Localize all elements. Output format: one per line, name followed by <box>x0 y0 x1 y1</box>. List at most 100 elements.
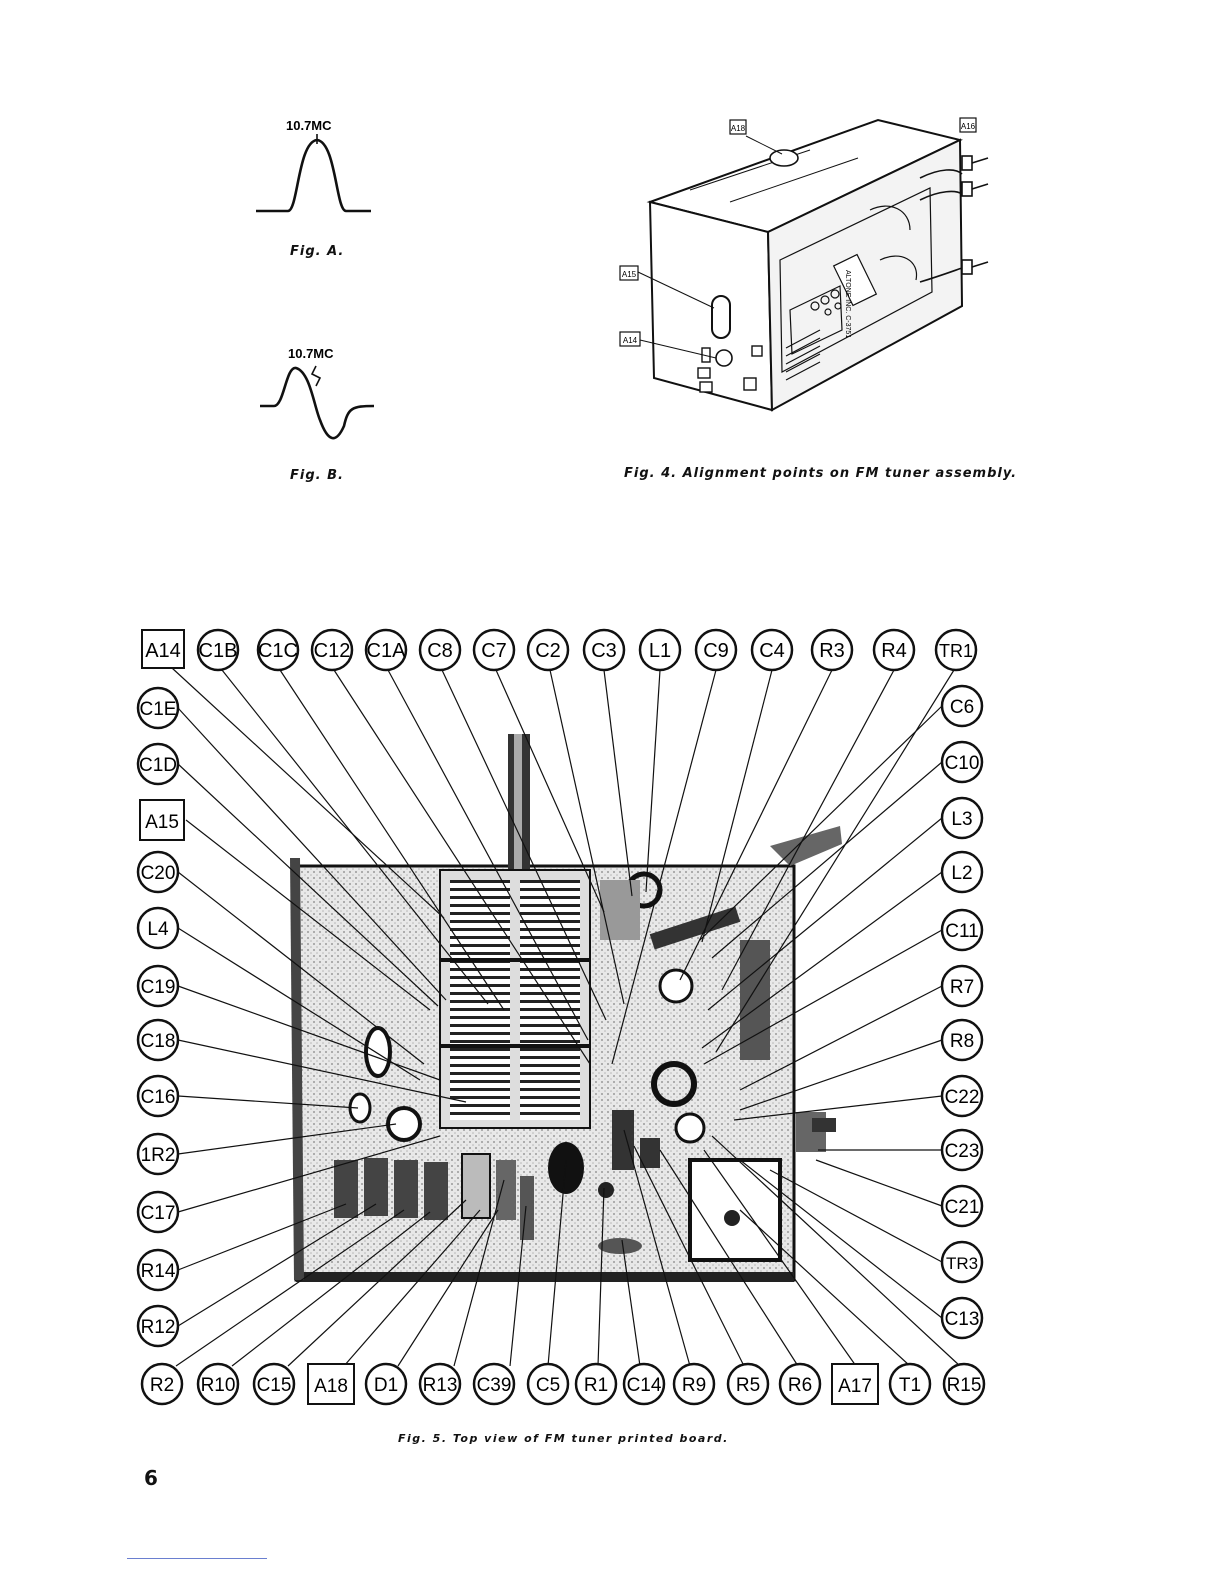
label-R15: R15 <box>942 1362 986 1406</box>
fig-4-stamp: ALTONE INC. C-3751 <box>844 270 851 338</box>
label-C23: C23 <box>940 1128 984 1172</box>
label-R12-text: R12 <box>141 1317 176 1338</box>
label-A14-top: A14 <box>141 629 185 669</box>
label-R8-text: R8 <box>950 1031 974 1052</box>
label-C2-text: C2 <box>535 640 561 662</box>
label-C22: C22 <box>940 1074 984 1118</box>
fig-4-callout-a18: A18 <box>729 119 747 135</box>
label-1R2: 1R2 <box>136 1132 180 1176</box>
label-D1-text: D1 <box>374 1375 398 1396</box>
fig-4-callout-a16-text: A16 <box>961 122 976 131</box>
label-R15-text: R15 <box>947 1375 982 1396</box>
label-C23-text: C23 <box>945 1141 980 1162</box>
label-R13-text: R13 <box>423 1375 458 1396</box>
fig-a-waveform: 10.7MC <box>256 118 371 213</box>
label-R10: R10 <box>196 1362 240 1406</box>
label-L2: L2 <box>940 850 984 894</box>
label-A17: A17 <box>831 1363 879 1405</box>
page-number: 6 <box>144 1466 158 1490</box>
label-C4: C4 <box>750 628 794 672</box>
label-L1-text: L1 <box>649 640 671 662</box>
label-C1D: C1D <box>136 742 180 786</box>
label-R2-text: R2 <box>150 1375 174 1396</box>
fig-5-caption: Fig. 5. Top view of FM tuner printed boa… <box>398 1432 729 1445</box>
label-R6: R6 <box>778 1362 822 1406</box>
a15-slot <box>711 295 731 339</box>
label-C5: C5 <box>526 1362 570 1406</box>
fig-5-leader-lines <box>171 667 961 1367</box>
label-L2-text: L2 <box>951 863 972 884</box>
label-R8: R8 <box>940 1018 984 1062</box>
label-C18-text: C18 <box>141 1031 176 1052</box>
fig-4-callout-a16: A16 <box>959 117 977 133</box>
fig-a: 10.7MC Fig. A. <box>240 110 390 270</box>
label-C9: C9 <box>694 628 738 672</box>
fig-b-frequency-label: 10.7MC <box>288 346 334 361</box>
label-C17: C17 <box>136 1190 180 1234</box>
fig-b-arrow <box>310 365 322 387</box>
label-C12-text: C12 <box>314 640 351 662</box>
label-L1: L1 <box>638 628 682 672</box>
label-R4-text: R4 <box>881 640 907 662</box>
label-C10-text: C10 <box>945 753 980 774</box>
label-A15: A15 <box>139 799 185 841</box>
label-TR3: TR3 <box>940 1240 984 1284</box>
label-T1-text: T1 <box>899 1375 921 1396</box>
label-C11-text: C11 <box>945 921 978 942</box>
label-C6-text: C6 <box>950 697 974 718</box>
label-C3: C3 <box>582 628 626 672</box>
label-C1A: C1A <box>364 628 408 672</box>
label-C10: C10 <box>940 740 984 784</box>
label-C5-text: C5 <box>536 1375 560 1396</box>
label-C15: C15 <box>252 1362 296 1406</box>
label-L3-text: L3 <box>951 809 972 830</box>
bottom-row-labels: R2 R10 C15 A18 D1 R13 C39 C5 R1 C14 R9 R… <box>140 1362 986 1406</box>
label-R7: R7 <box>940 964 984 1008</box>
fig-b-waveform: 10.7MC <box>260 346 375 440</box>
label-R12: R12 <box>136 1304 180 1348</box>
label-C3-text: C3 <box>591 640 617 662</box>
label-R1: R1 <box>574 1362 618 1406</box>
label-R5-text: R5 <box>736 1375 760 1396</box>
label-C1B: C1B <box>196 628 240 672</box>
label-C21: C21 <box>940 1184 984 1228</box>
label-T1: T1 <box>888 1362 932 1406</box>
label-C20: C20 <box>136 850 180 894</box>
label-R9: R9 <box>672 1362 716 1406</box>
label-A18-text: A18 <box>314 1376 348 1397</box>
fig-4-caption: Fig. 4. Alignment points on FM tuner ass… <box>624 466 1018 481</box>
label-A14-top-text: A14 <box>145 640 181 662</box>
label-C21-text: C21 <box>945 1197 980 1218</box>
label-C15-text: C15 <box>257 1375 292 1396</box>
label-C12: C12 <box>310 628 354 672</box>
label-C22-text: C22 <box>945 1087 980 1108</box>
fig-4-callout-a14: A14 <box>619 331 641 347</box>
fig-4-assembly-drawing: ALTONE INC. C-3751 A18 A16 <box>619 117 989 412</box>
label-C1C-text: C1C <box>258 640 298 662</box>
label-L3: L3 <box>940 796 984 840</box>
label-C14-text: C14 <box>627 1375 662 1396</box>
label-C1D-text: C1D <box>139 755 177 776</box>
label-C19: C19 <box>136 964 180 1008</box>
label-C1E-text: C1E <box>140 699 177 720</box>
label-C11: C11 <box>940 908 984 952</box>
label-C2: C2 <box>526 628 570 672</box>
label-A17-text: A17 <box>838 1376 872 1397</box>
fig-b: 10.7MC Fig. B. <box>240 340 390 490</box>
a18-hole <box>769 149 799 167</box>
label-C20-text: C20 <box>141 863 176 884</box>
label-R7-text: R7 <box>950 977 974 998</box>
label-C17-text: C17 <box>141 1203 176 1224</box>
fig-b-s-curve <box>260 366 375 440</box>
label-C39: C39 <box>472 1362 516 1406</box>
label-R3: R3 <box>810 628 854 672</box>
footer-rule <box>127 1558 267 1559</box>
label-R13: R13 <box>418 1362 462 1406</box>
fig-4-callout-a14-text: A14 <box>623 336 638 345</box>
label-C14: C14 <box>622 1362 666 1406</box>
board-chassis <box>290 734 842 1282</box>
label-R3-text: R3 <box>819 640 845 662</box>
label-1R2-text: 1R2 <box>141 1145 176 1166</box>
label-C9-text: C9 <box>703 640 729 662</box>
